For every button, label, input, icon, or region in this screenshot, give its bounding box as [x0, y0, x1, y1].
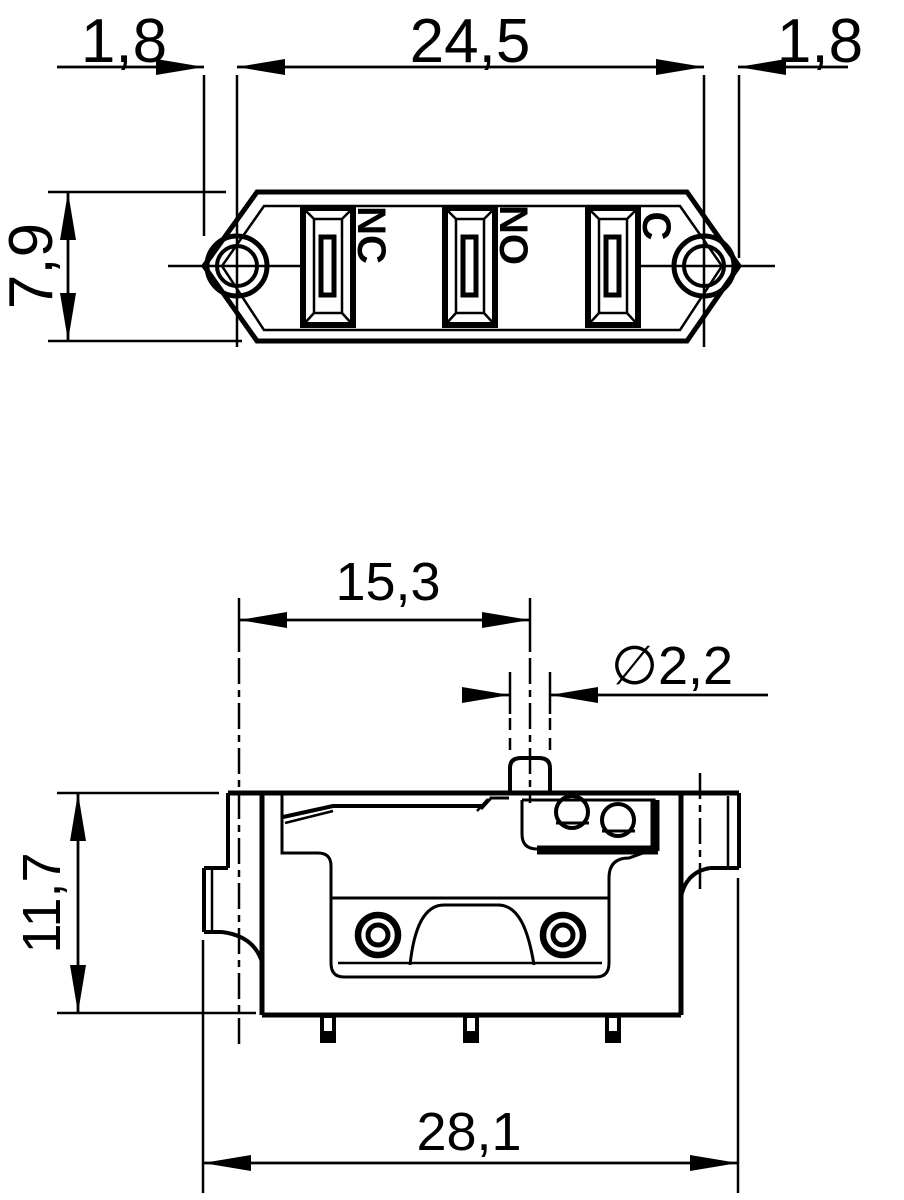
- terminal-label-nc: NC: [349, 206, 393, 264]
- actuator-pin: [508, 718, 552, 795]
- dim-right-overhang: 1,8: [777, 7, 863, 76]
- arrowhead: [60, 293, 76, 341]
- solder-terminal: [605, 1014, 621, 1043]
- solder-terminal: [463, 1014, 479, 1043]
- inner-housing: [280, 793, 644, 979]
- terminal-slot-nc: NC: [300, 205, 393, 328]
- top-view: 1,8 24,5 1,8 7,9: [0, 7, 863, 347]
- arrowhead: [656, 59, 704, 75]
- rivet-left: [354, 911, 402, 959]
- spring-lever: [282, 795, 509, 825]
- arrowhead: [482, 612, 530, 628]
- dim-front-body-height: 11,7: [12, 852, 72, 953]
- arrowhead: [70, 793, 86, 841]
- rivet-right: [539, 911, 587, 959]
- terminal-label-c: C: [634, 212, 678, 241]
- mounting-hole-right: [638, 233, 775, 299]
- dim-top-body-height: 7,9: [0, 223, 66, 309]
- arrowhead: [462, 687, 510, 703]
- dim-pin-diameter: ∅2,2: [611, 636, 733, 696]
- dimension-top-height: 7,9: [0, 190, 242, 343]
- arrowhead: [690, 1155, 738, 1171]
- arrowhead: [203, 1155, 251, 1171]
- dim-pin-offset: 15,3: [335, 552, 440, 612]
- arrowhead: [156, 59, 204, 75]
- dimension-pin-offset: 15,3: [237, 552, 532, 652]
- dim-overall-width: 28,1: [416, 1102, 521, 1162]
- arrowhead: [738, 59, 786, 75]
- dimension-chain-top: 1,8 24,5 1,8: [57, 7, 863, 347]
- terminal-slot-no: NO: [442, 205, 535, 328]
- terminal-slot-c: C: [585, 205, 678, 328]
- block-hole-right: [600, 802, 636, 838]
- center-hump: [408, 903, 536, 966]
- arrowhead: [70, 965, 86, 1013]
- dimension-overall-width: 28,1: [201, 878, 740, 1193]
- contact-block: [520, 794, 660, 855]
- dimension-pin-diameter: ∅2,2: [462, 636, 768, 714]
- dimension-front-height: 11,7: [12, 791, 256, 1015]
- mounting-hole-left: [168, 233, 303, 299]
- left-flange: [202, 793, 264, 963]
- terminal-label-no: NO: [491, 205, 535, 265]
- arrowhead: [239, 612, 287, 628]
- arrowhead: [550, 687, 598, 703]
- block-hole-left: [554, 794, 590, 830]
- arrowhead: [237, 59, 285, 75]
- dim-left-overhang: 1,8: [81, 7, 167, 76]
- dim-hole-spacing: 24,5: [410, 7, 531, 76]
- right-flange: [679, 793, 741, 898]
- solder-terminal: [320, 1014, 336, 1043]
- front-view: 15,3 ∅2,2: [12, 552, 768, 1193]
- arrowhead: [60, 192, 76, 240]
